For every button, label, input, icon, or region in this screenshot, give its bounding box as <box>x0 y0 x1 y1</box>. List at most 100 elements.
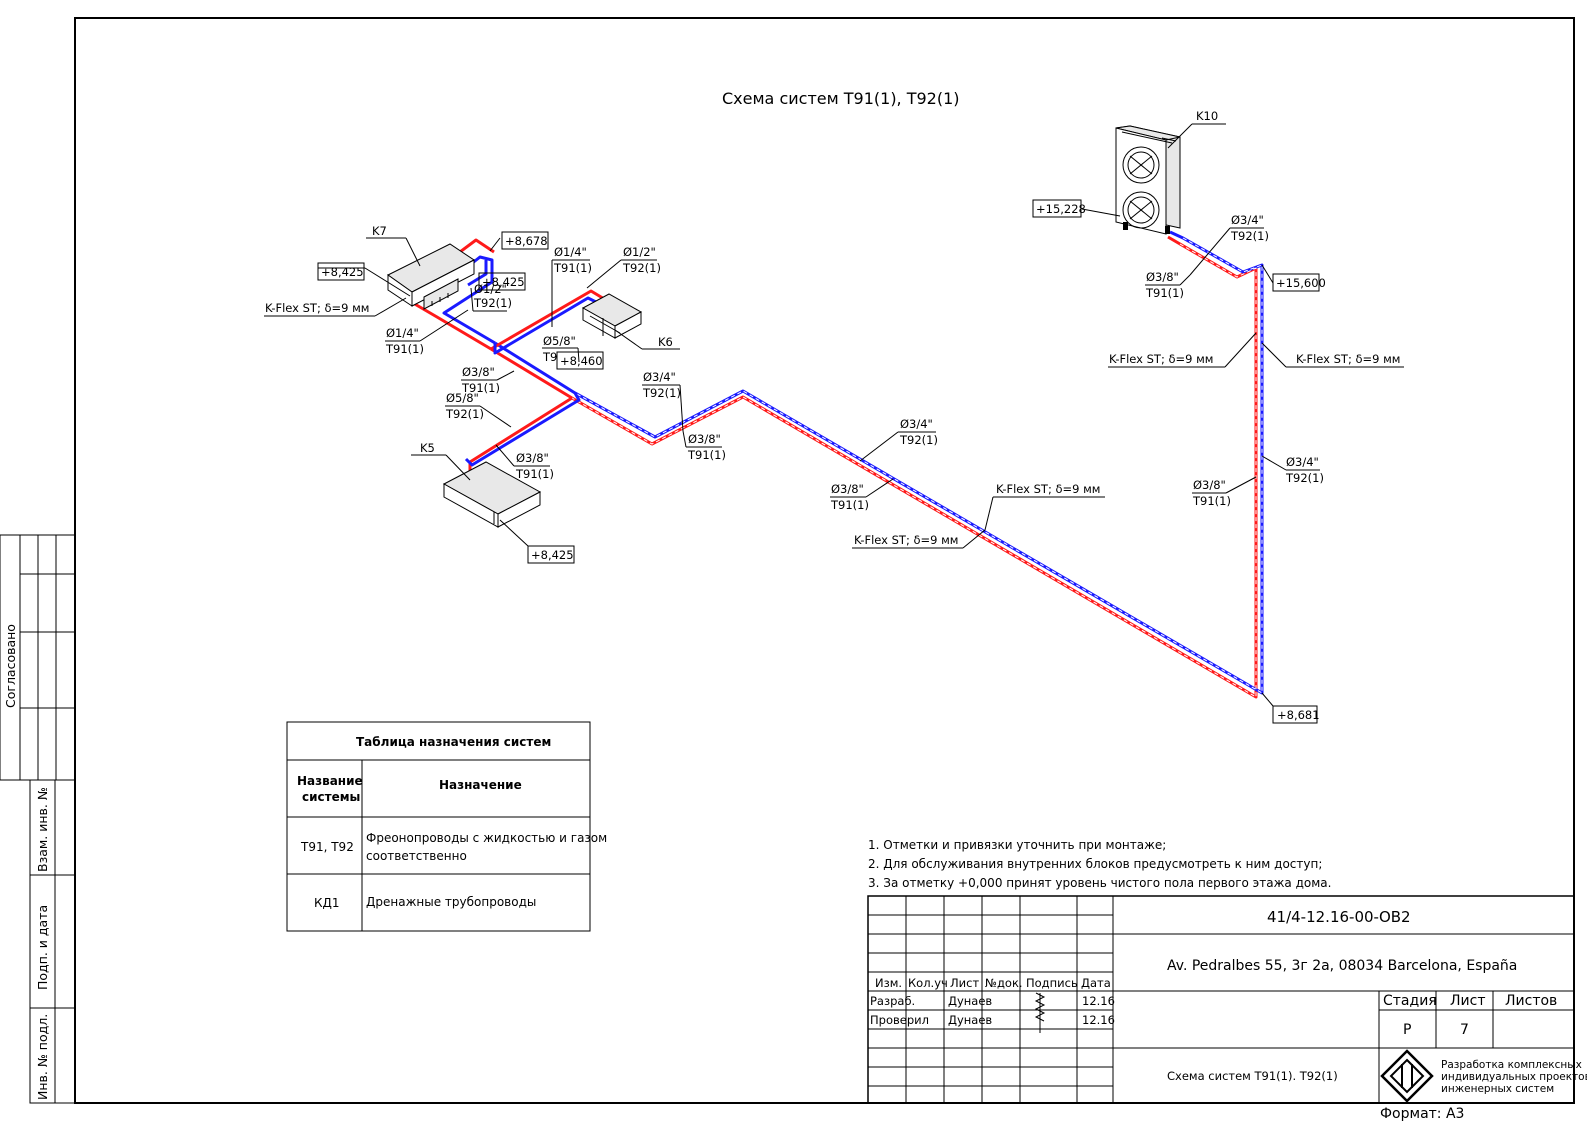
k7-insulation: K-Flex ST; δ=9 мм <box>265 301 369 315</box>
elev-k6: +8,460 <box>560 354 603 368</box>
stage-header: Стадия <box>1383 993 1437 1009</box>
riser-gas-system: Т92(1) <box>1285 471 1324 485</box>
k7-liquid-diameter: Ø1/4" <box>386 326 419 340</box>
note-item: 1. Отметки и привязки уточнить при монта… <box>868 838 1166 852</box>
k7-liquid-system: Т91(1) <box>385 342 424 356</box>
row-person: Дунаев <box>948 994 992 1008</box>
elev-k10: +15,228 <box>1036 202 1086 216</box>
elevation-marks: +15,228 +15,600 +8,681 +8,678 +8,425 +8,… <box>317 199 1326 724</box>
unit-k6-label: K6 <box>658 335 673 349</box>
diag-gas-system: Т92(1) <box>899 433 938 447</box>
elev-riser-top: +15,600 <box>1276 276 1326 290</box>
diag-liquid-system: Т91(1) <box>830 498 869 512</box>
systems-table: Таблица назначения систем Название систе… <box>286 721 607 932</box>
header-izm: Изм. <box>875 976 902 990</box>
k7-gas-system: Т92(1) <box>473 296 512 310</box>
row-date: 12.16 <box>1082 1013 1115 1027</box>
drawing-code: 41/4-12.16-00-ОВ2 <box>1267 908 1411 926</box>
row-purpose-1: Фреонопроводы с жидкостью и газом <box>366 831 607 845</box>
branch-liquid-system: Т91(1) <box>461 381 500 395</box>
elev-k7-top: +8,678 <box>505 234 548 248</box>
side-podp-label: Подп. и дата <box>35 905 50 990</box>
unit-k7-label: K7 <box>372 224 387 238</box>
header-date: Дата <box>1081 976 1111 990</box>
row-purpose-1: Дренажные трубопроводы <box>366 895 536 909</box>
elev-riser-bottom: +8,681 <box>1277 708 1320 722</box>
org-name-line: инженерных систем <box>1441 1083 1554 1095</box>
header-kol: Кол.уч <box>908 976 948 990</box>
col-header-purpose: Назначение <box>439 778 522 792</box>
header-ndoc: №док. <box>985 976 1023 990</box>
header-sign: Подпись <box>1026 976 1078 990</box>
k10-liquid-system: Т91(1) <box>1145 286 1184 300</box>
riser-insulation-right: K-Flex ST; δ=9 мм <box>1296 352 1400 366</box>
pipe-k6-liquid <box>490 289 607 351</box>
k10-gas-diameter: Ø3/4" <box>1231 213 1264 227</box>
k5-liquid-system: Т91(1) <box>515 467 554 481</box>
diag-liquid-diameter: Ø3/8" <box>831 482 864 496</box>
row-name: КД1 <box>314 896 340 910</box>
org-name-line: индивидуальных проектов <box>1441 1071 1587 1083</box>
unit-k7 <box>387 243 475 310</box>
k6-gas-system: Т92(1) <box>622 261 661 275</box>
unit-k10-label: K10 <box>1196 109 1218 123</box>
elev-k7-mid: +8,425 <box>482 275 525 289</box>
mid-gas-diameter: Ø3/4" <box>643 370 676 384</box>
title-block: 41/4-12.16-00-ОВ2 Av. Pedralbes 55, 3г 2… <box>867 895 1587 1104</box>
table-caption: Таблица назначения систем <box>356 735 551 749</box>
riser-insulation-left: K-Flex ST; δ=9 мм <box>1109 352 1213 366</box>
k6-liquid-system: Т91(1) <box>553 261 592 275</box>
row-purpose-2: соответственно <box>366 849 467 863</box>
org-logo <box>1380 1049 1434 1103</box>
unit-k5 <box>442 461 542 528</box>
unit-k5-label: K5 <box>420 441 435 455</box>
diag-insulation-b: K-Flex ST; δ=9 мм <box>854 533 958 547</box>
header-list: Лист <box>950 976 979 990</box>
col-header-name-1: Название <box>297 774 363 788</box>
side-vzam-label: Взам. инв. № <box>35 787 50 872</box>
k6-branch-system: Т9 <box>542 350 557 364</box>
k5-liquid-diameter: Ø3/8" <box>516 451 549 465</box>
branch-gas-diameter: Ø5/8" <box>446 391 479 405</box>
project-address: Av. Pedralbes 55, 3г 2а, 08034 Barcelona… <box>1167 958 1517 974</box>
side-inv-label: Инв. № подл. <box>35 1014 50 1100</box>
side-stamp: Согласовано Взам. инв. № Подп. и дата Ин… <box>0 534 76 1104</box>
row-date: 12.16 <box>1082 994 1115 1008</box>
k10-gas-system: Т92(1) <box>1230 229 1269 243</box>
stage-value: Р <box>1403 1022 1411 1038</box>
sheet-format: Формат: А3 <box>1380 1106 1464 1122</box>
riser-gas-diameter: Ø3/4" <box>1286 455 1319 469</box>
row-role: Разраб. <box>870 994 915 1008</box>
row-person: Дунаев <box>948 1013 992 1027</box>
row-name: Т91, Т92 <box>300 840 354 854</box>
pipe-k5-gas <box>464 392 581 467</box>
mid-liquid-diameter: Ø3/8" <box>688 432 721 446</box>
note-item: 3. За отметку +0,000 принят уровень чист… <box>868 876 1331 890</box>
k6-branch-diameter: Ø5/8" <box>543 334 576 348</box>
mid-gas-system: Т92(1) <box>642 386 681 400</box>
sheet-header: Лист <box>1450 993 1485 1009</box>
unit-k6 <box>581 293 643 339</box>
branch-gas-system: Т92(1) <box>445 407 484 421</box>
leader-lines <box>264 123 1404 707</box>
sheet-value: 7 <box>1460 1022 1469 1038</box>
drawing-frame <box>74 17 1575 1104</box>
row-role: Проверил <box>870 1013 929 1027</box>
k6-gas-diameter: Ø1/2" <box>623 245 656 259</box>
sheets-header: Листов <box>1505 993 1557 1009</box>
notes: 1. Отметки и привязки уточнить при монта… <box>868 838 1331 890</box>
riser-liquid-diameter: Ø3/8" <box>1193 478 1226 492</box>
org-name-line: Разработка комплексных <box>1441 1059 1582 1071</box>
diag-insulation-a: K-Flex ST; δ=9 мм <box>996 482 1100 496</box>
diag-gas-diameter: Ø3/4" <box>900 417 933 431</box>
elev-k5: +8,425 <box>531 548 574 562</box>
riser-liquid-system: Т91(1) <box>1192 494 1231 508</box>
mid-liquid-system: Т91(1) <box>687 448 726 462</box>
note-item: 2. Для обслуживания внутренних блоков пр… <box>868 857 1322 871</box>
pipe-labels: Ø3/4" Т92(1) Ø3/8" Т91(1) K-Flex ST; δ=9… <box>265 213 1400 547</box>
diagram-title: Схема систем Т91(1), Т92(1) <box>722 89 960 108</box>
pipe-k7-gas <box>442 255 496 345</box>
signature-mark <box>1034 992 1046 1033</box>
unit-k10 <box>1115 125 1181 235</box>
